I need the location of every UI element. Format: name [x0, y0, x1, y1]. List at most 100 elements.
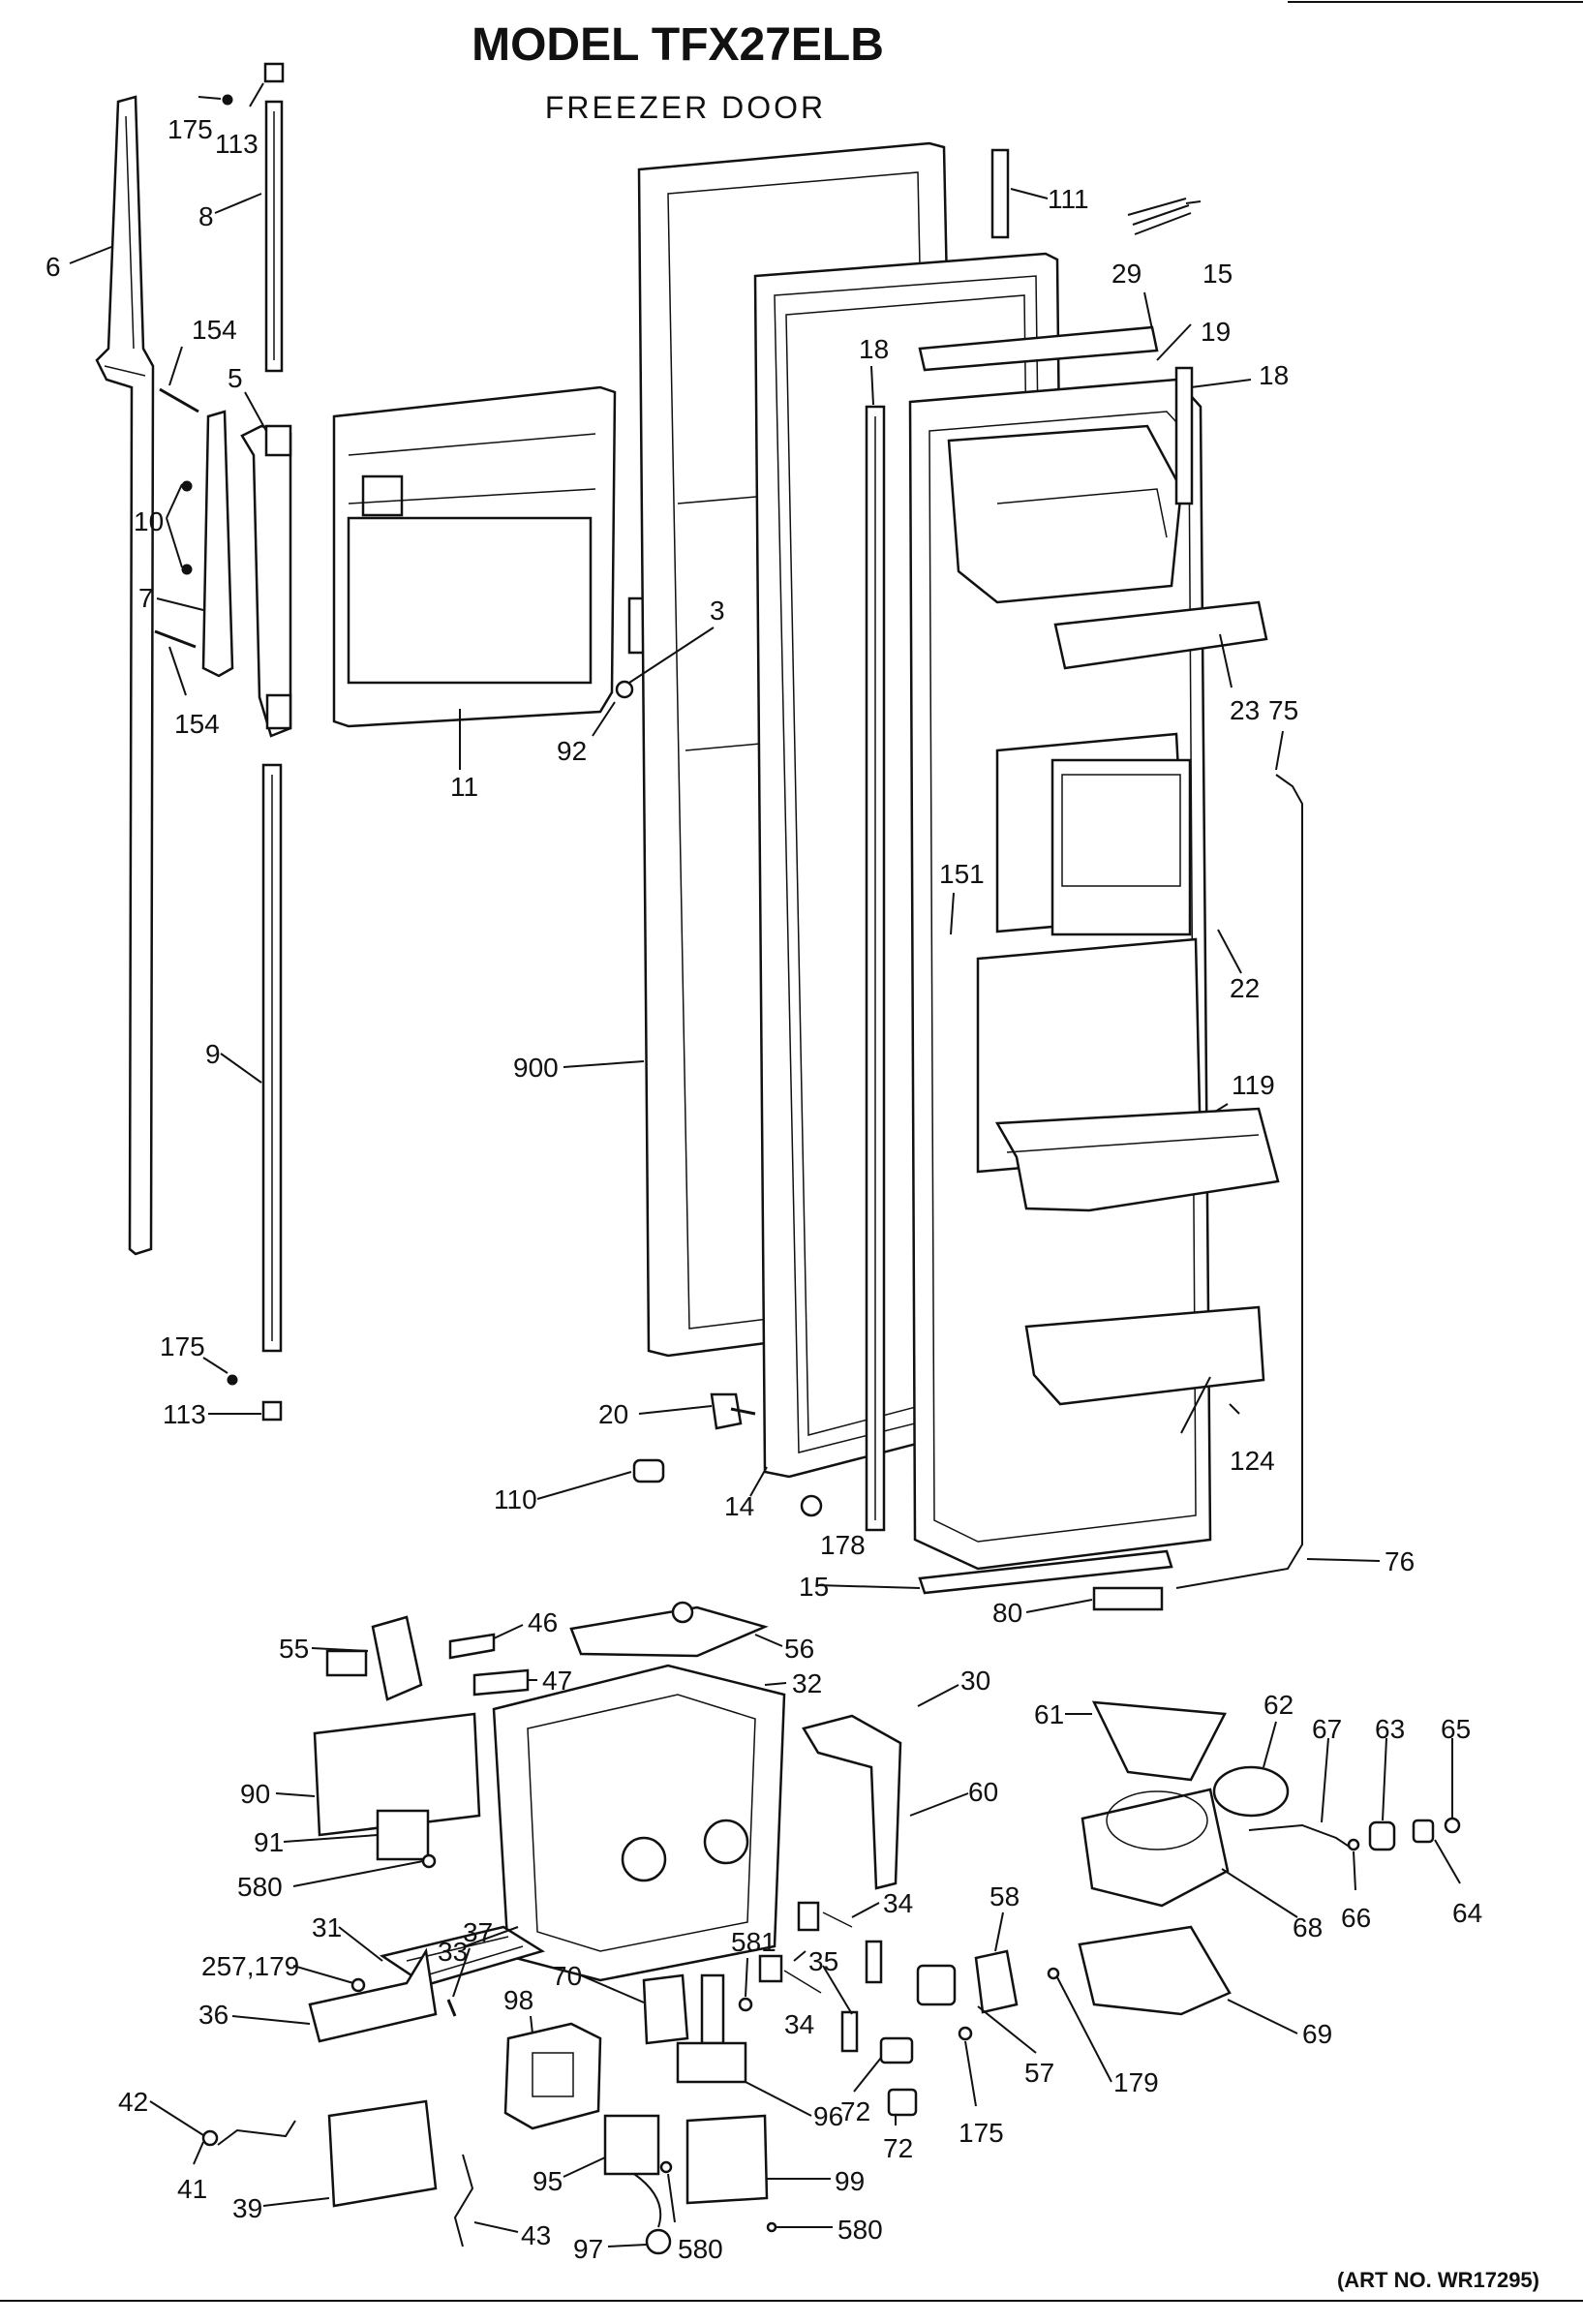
callout-39: 39	[232, 2193, 262, 2223]
callout-34: 34	[883, 1888, 913, 1918]
screws	[154, 62, 958, 1422]
callout-61: 61	[1034, 1699, 1064, 1729]
callout-15: 15	[1202, 259, 1233, 289]
callout-30: 30	[960, 1666, 990, 1696]
callout-96: 96	[813, 2101, 843, 2131]
callout-64: 64	[1452, 1898, 1482, 1928]
callout-66: 66	[1341, 1903, 1371, 1933]
callout-92: 92	[557, 736, 587, 766]
callout-32: 32	[792, 1668, 822, 1698]
door-bin-119	[994, 1107, 1280, 1212]
gasket-strip-18b	[1174, 366, 1194, 505]
callout-labels: 175 113 8 6 154 5 10 7 154 11 3 92 9 900…	[46, 114, 1482, 2264]
callout-75: 75	[1268, 695, 1298, 725]
gasket-strip-18a	[865, 405, 886, 1532]
callout-47: 47	[542, 1666, 572, 1696]
callout-7: 7	[138, 583, 154, 613]
callout-580: 580	[837, 2215, 883, 2245]
lamp-cord-43	[453, 2154, 474, 2248]
callout-69: 69	[1302, 2019, 1332, 2049]
callout-15: 15	[799, 1572, 829, 1602]
knob-63-65	[1347, 1817, 1461, 1851]
callout-22: 22	[1230, 973, 1260, 1003]
callout-33: 33	[438, 1937, 468, 1967]
callout-113: 113	[163, 1399, 206, 1429]
callout-6: 6	[46, 252, 61, 282]
callout-19: 19	[1201, 317, 1231, 347]
callout-68: 68	[1293, 1912, 1323, 1942]
cover-99	[685, 2114, 769, 2205]
dispenser-module-22	[1050, 758, 1192, 936]
callout-154: 154	[174, 709, 220, 739]
callout-124: 124	[1230, 1446, 1275, 1476]
callout-70: 70	[552, 1961, 582, 1991]
chute-door-69	[1078, 1925, 1232, 2016]
callout-111: 111	[1048, 184, 1089, 214]
door-bin-124	[1024, 1305, 1265, 1406]
callout-72: 72	[840, 2096, 870, 2126]
callout-178: 178	[820, 1530, 866, 1560]
callout-37: 37	[463, 1917, 493, 1947]
callout-113: 113	[215, 129, 259, 159]
callout-18: 18	[859, 334, 889, 364]
callout-36: 36	[198, 2000, 228, 2030]
bracket-36	[308, 1947, 438, 2043]
cover-39	[327, 2099, 438, 2208]
callout-31: 31	[312, 1912, 342, 1942]
callout-76: 76	[1385, 1546, 1415, 1576]
door-trim-strip-9	[261, 763, 283, 1353]
door-trim-strip-6	[95, 95, 155, 1256]
callout-175: 175	[167, 114, 213, 144]
callout-23: 23	[1230, 695, 1260, 725]
callout-11: 11	[450, 772, 478, 802]
callout-46: 46	[528, 1607, 558, 1637]
callout-60: 60	[968, 1777, 998, 1807]
switch-55	[325, 1615, 423, 1701]
gasket-62	[1212, 1765, 1290, 1818]
model-title: MODEL TFX27ELB	[472, 19, 884, 71]
ice-chute-61	[1091, 1700, 1227, 1782]
door-handle-5	[240, 424, 292, 738]
callout-34: 34	[784, 2009, 814, 2039]
leader-lines	[69, 82, 1461, 2248]
trim-strip-15a	[918, 325, 1159, 372]
callout-67: 67	[1312, 1714, 1342, 1744]
switch-57	[916, 1964, 957, 2006]
callout-175: 175	[959, 2118, 1004, 2148]
callout-95: 95	[533, 2166, 563, 2196]
fitting-80	[1092, 1586, 1164, 1611]
bracket-60	[802, 1714, 902, 1890]
callout-119: 119	[1232, 1070, 1275, 1100]
handle-strip-7	[201, 410, 234, 678]
callout-43: 43	[521, 2220, 551, 2250]
callout-72: 72	[883, 2133, 913, 2163]
door-trim-strip-8	[264, 100, 284, 373]
callout-20: 20	[598, 1399, 628, 1429]
solenoid-parts-34-35	[758, 1901, 883, 2053]
callout-110: 110	[494, 1484, 537, 1514]
callout-10: 10	[134, 506, 164, 536]
callout-9: 9	[205, 1039, 221, 1069]
callout-63: 63	[1375, 1714, 1405, 1744]
callout-5: 5	[228, 363, 243, 393]
callout-41: 41	[177, 2174, 207, 2204]
callout-56: 56	[784, 1634, 814, 1664]
callout-900: 900	[513, 1053, 559, 1083]
callout-57: 57	[1024, 2058, 1054, 2088]
callout-29: 29	[1111, 259, 1142, 289]
valve-96	[676, 1973, 747, 2084]
callout-80: 80	[992, 1598, 1022, 1628]
trim-strip-15b	[918, 1549, 1173, 1595]
actuator-72	[879, 2036, 918, 2117]
callout-257-179: 257,179	[201, 1951, 299, 1981]
callout-179: 179	[1113, 2067, 1159, 2097]
callout-62: 62	[1263, 1690, 1294, 1720]
callout-42: 42	[118, 2087, 148, 2117]
trim-strip-111	[990, 148, 1010, 239]
shelf-rail-23	[1053, 600, 1268, 670]
chute-housing-68	[1081, 1788, 1230, 1908]
callout-18: 18	[1259, 360, 1289, 390]
parts-20-110-178	[632, 1392, 823, 1517]
parts-46-47	[448, 1633, 530, 1697]
